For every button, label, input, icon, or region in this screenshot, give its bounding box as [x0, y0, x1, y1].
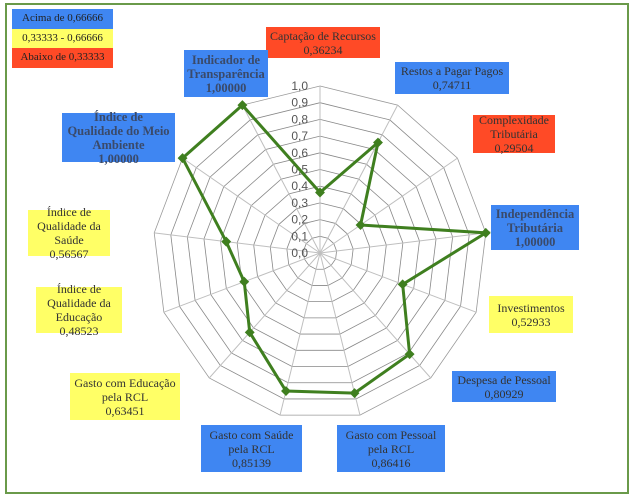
data-point	[221, 236, 232, 247]
grid-ring	[303, 235, 337, 270]
grid-ring	[269, 202, 371, 303]
value-label: 0,74711	[432, 78, 472, 92]
grid-ring	[253, 185, 387, 319]
data-point	[237, 100, 248, 111]
category-name: Complexidade Tributária	[479, 113, 549, 141]
legend-low: Abaixo de 0,33333	[12, 48, 113, 68]
data-point	[281, 386, 291, 397]
grid-ring	[153, 85, 487, 416]
category-name: Indicador de Transparência	[187, 52, 265, 81]
tick-label: 1,0	[291, 79, 308, 93]
chart-border	[5, 3, 629, 494]
axis-spoke	[319, 232, 486, 254]
value-label: 1,00000	[514, 234, 556, 249]
data-point	[244, 327, 255, 338]
data-point	[373, 137, 383, 148]
data-point	[239, 276, 250, 287]
value-label: 0,63451	[105, 403, 145, 418]
axis-spoke	[319, 252, 477, 313]
value-label: 0,80929	[484, 386, 524, 401]
axis-spoke	[241, 104, 321, 254]
series-line	[180, 103, 491, 395]
grid-ring	[220, 152, 420, 351]
value-label: 0,86416	[371, 455, 411, 470]
axis-spoke	[182, 157, 321, 254]
category-name: Investimentos	[497, 300, 565, 315]
category-name: Despesa de Pessoal	[457, 372, 551, 387]
category-name: Índice de Qualidade da Educação	[47, 282, 111, 324]
axis-spoke	[319, 252, 432, 379]
data-point	[397, 279, 408, 290]
category-name: Captação de Recursos	[270, 28, 376, 43]
legend-mid: 0,33333 - 0,66666	[12, 28, 113, 48]
value-label: 0,36234	[303, 42, 343, 57]
axis-spoke	[319, 157, 458, 254]
value-label: 1,00000	[98, 151, 139, 166]
tick-label: 0,8	[291, 112, 308, 126]
value-label: 0,29504	[494, 141, 534, 155]
data-point	[480, 227, 491, 238]
category-name: Gasto com Saúde pela RCL	[209, 427, 294, 456]
axis-spoke	[154, 232, 321, 254]
grid-ring	[236, 169, 404, 335]
tick-label: 0,6	[291, 146, 308, 160]
category-name: Gasto com Educação pela RCL	[74, 375, 176, 404]
data-point	[315, 187, 325, 198]
category-name: Índice de Qualidade do Meio Ambiente	[67, 109, 170, 152]
tick-label: 0,3	[291, 196, 308, 210]
data-point	[349, 388, 360, 399]
value-label: 0,56567	[49, 247, 89, 261]
grid-ring	[203, 135, 437, 367]
tick-label: 0,4	[291, 179, 308, 193]
value-label: 0,85139	[232, 455, 271, 470]
tick-label: 0,1	[291, 229, 308, 243]
tick-label: 0,7	[291, 129, 308, 143]
data-point	[404, 349, 415, 360]
axis-spoke	[319, 104, 399, 254]
category-name: Restos a Pagar Pagos	[400, 64, 504, 78]
legend: Acima de 0,66666 0,33333 - 0,66666 Abaix…	[12, 9, 113, 68]
category-name: Gasto com Pessoal pela RCL	[345, 427, 437, 456]
grid-ring	[286, 219, 354, 286]
legend-high: Acima de 0,66666	[12, 9, 113, 29]
value-label: 0,48523	[59, 324, 99, 338]
category-name: Independência Tributária	[495, 206, 575, 235]
tick-label: 0,2	[291, 213, 308, 227]
category-name: Índice de Qualidade da Saúde	[37, 205, 101, 247]
data-point	[355, 220, 366, 230]
axis-spoke	[319, 252, 361, 416]
data-point	[177, 153, 188, 164]
tick-label: 0,0	[291, 246, 308, 260]
value-label: 0,52933	[511, 314, 551, 329]
tick-label: 0,9	[291, 96, 308, 110]
axis-spoke	[208, 252, 321, 379]
grid-ring	[186, 118, 454, 384]
value-label: 1,00000	[205, 80, 247, 95]
